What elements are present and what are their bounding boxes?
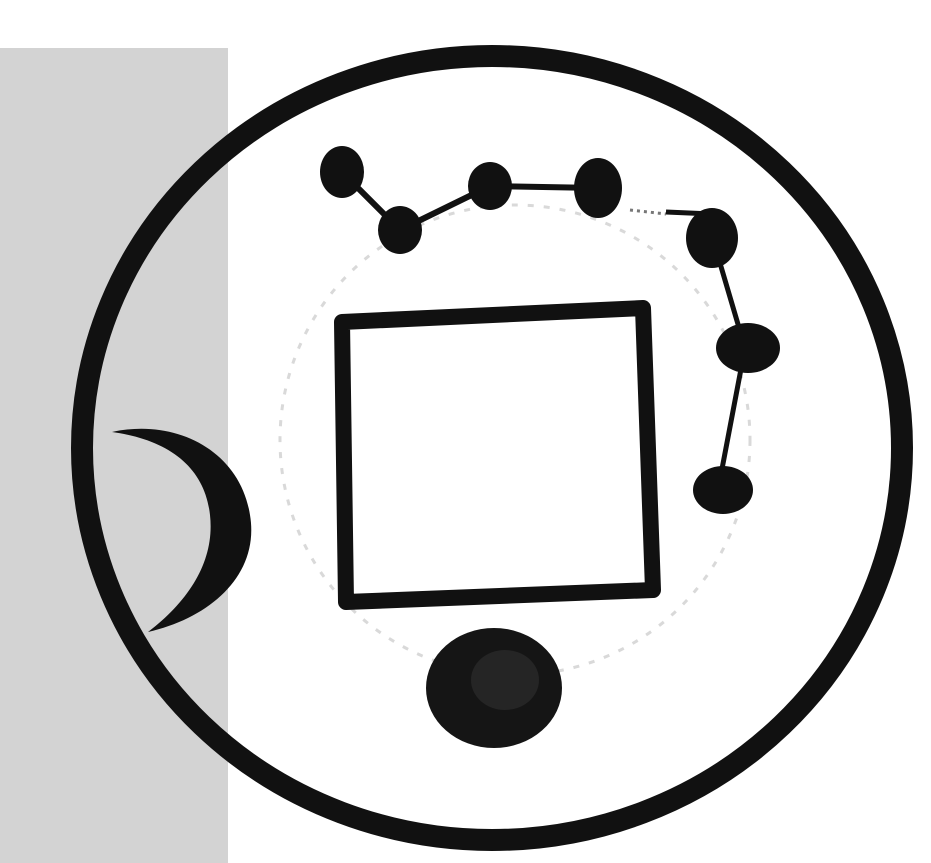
chain-dot-3: [468, 162, 512, 210]
dot-chain-gap-dash: [630, 210, 666, 214]
chain-dot-5: [686, 208, 738, 268]
chain-dot-1: [320, 146, 364, 198]
chain-dot-7: [693, 466, 753, 514]
chain-dot-4: [574, 158, 622, 218]
chain-dot-6: [716, 323, 780, 373]
ball-texture-highlight: [471, 650, 539, 710]
chain-dot-2: [378, 206, 422, 254]
crescent-moon-icon: [112, 429, 251, 632]
square-outline-icon: [342, 308, 653, 602]
